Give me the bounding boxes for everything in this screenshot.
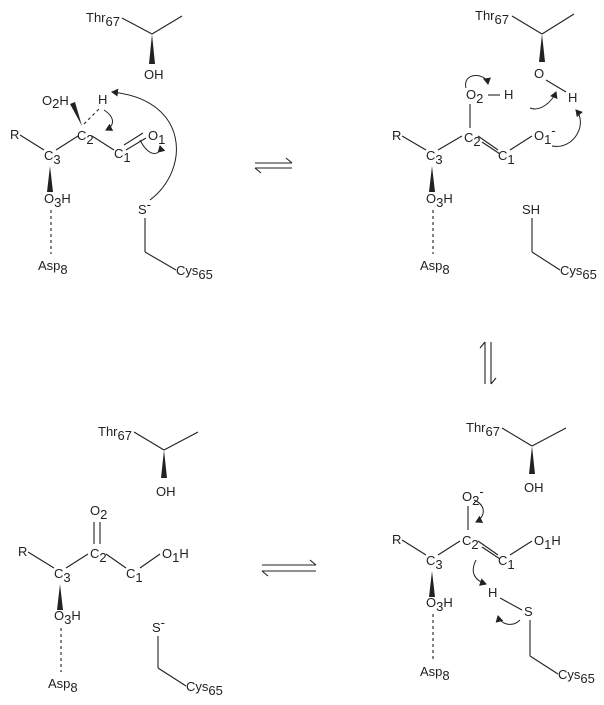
- svg-text:Thr67: Thr67: [475, 8, 509, 27]
- substrate-molecule: O2 C2 R C3 C1 O1H O3H Asp8: [18, 503, 189, 695]
- electron-push-arrows: [472, 499, 521, 625]
- svg-text:H: H: [488, 585, 497, 600]
- svg-text:R: R: [18, 544, 27, 559]
- svg-text:C2: C2: [77, 128, 94, 147]
- svg-text:O3H: O3H: [44, 191, 71, 210]
- svg-text:Thr67: Thr67: [466, 420, 500, 439]
- thr67-residue: Thr67 OH: [86, 10, 183, 82]
- equilibrium-arrow-top: [254, 157, 293, 174]
- cys65-thiol: H S Cys65: [488, 585, 595, 686]
- svg-text:Thr67: Thr67: [86, 10, 120, 29]
- svg-text:OH: OH: [144, 67, 164, 82]
- svg-text:R: R: [10, 127, 19, 142]
- substrate-molecule: O2H H R C2 C1 O1 C3 O3H Asp8: [10, 92, 165, 277]
- svg-text:O2H: O2H: [42, 93, 69, 111]
- svg-text:Cys65: Cys65: [560, 263, 597, 282]
- cys65-thiolate: S- Cys65: [152, 615, 223, 698]
- svg-text:C3: C3: [426, 148, 443, 167]
- svg-text:C2: C2: [464, 130, 481, 149]
- cys65-thiol: SH Cys65: [522, 202, 597, 282]
- svg-text:R: R: [392, 128, 401, 143]
- svg-text:C1: C1: [114, 146, 131, 165]
- svg-text:Thr67: Thr67: [98, 424, 132, 443]
- svg-text:Asp8: Asp8: [420, 664, 450, 683]
- svg-text:Asp8: Asp8: [48, 676, 78, 695]
- svg-text:S-: S-: [138, 197, 151, 217]
- svg-text:C3: C3: [44, 148, 61, 167]
- electron-push-arrows: [103, 88, 177, 201]
- svg-text:O1H: O1H: [534, 533, 561, 552]
- thr67-residue: Thr67 O H: [475, 8, 577, 105]
- svg-text:O1H: O1H: [162, 546, 189, 565]
- svg-text:O1-: O1-: [534, 123, 556, 147]
- svg-text:O3H: O3H: [54, 608, 81, 627]
- svg-text:C1: C1: [498, 553, 515, 572]
- svg-text:Asp8: Asp8: [38, 258, 68, 277]
- panel-1-substrate-thiolate: Thr67 OH O2H H R C2 C1 O1 C3 O3H Asp8: [10, 10, 213, 282]
- svg-text:O3H: O3H: [426, 595, 453, 614]
- svg-text:C3: C3: [426, 553, 443, 572]
- svg-text:H: H: [98, 92, 107, 107]
- svg-text:Asp8: Asp8: [420, 258, 450, 277]
- svg-text:C2: C2: [462, 533, 479, 552]
- svg-text:C1: C1: [126, 566, 143, 585]
- svg-text:R: R: [392, 532, 401, 547]
- svg-text:C1: C1: [498, 148, 515, 167]
- svg-text:O3H: O3H: [426, 191, 453, 210]
- svg-text:O2: O2: [466, 87, 483, 106]
- svg-text:O: O: [534, 66, 544, 81]
- electron-push-arrows: [465, 75, 583, 147]
- svg-text:Cys65: Cys65: [558, 667, 595, 686]
- svg-text:OH: OH: [524, 480, 544, 495]
- panel-3-enediolate-protonation: Thr67 OH O2- C2 R C3 C1 O1H O3H Asp8 H: [392, 420, 595, 686]
- svg-text:Cys65: Cys65: [176, 263, 213, 282]
- svg-text:C3: C3: [54, 566, 71, 585]
- svg-text:S-: S-: [152, 615, 165, 635]
- svg-text:C2: C2: [90, 546, 107, 565]
- thr67-residue: Thr67 OH: [466, 420, 567, 495]
- thr67-residue: Thr67 OH: [98, 424, 199, 499]
- equilibrium-arrow-bottom: [261, 559, 317, 577]
- svg-text:S: S: [524, 604, 533, 619]
- svg-text:OH: OH: [156, 484, 176, 499]
- substrate-molecule: O2 H C2 R C3 C1 O1- O3H Asp8: [392, 87, 556, 277]
- panel-4-ketose-product: Thr67 OH O2 C2 R C3 C1 O1H O3H Asp8 S-: [18, 424, 223, 698]
- substrate-molecule: O2- C2 R C3 C1 O1H O3H Asp8: [392, 484, 561, 683]
- svg-text:SH: SH: [522, 202, 540, 217]
- cys65-thiolate: S- Cys65: [138, 197, 213, 282]
- svg-text:O2: O2: [90, 503, 107, 522]
- svg-text:H: H: [568, 90, 577, 105]
- svg-text:O1: O1: [148, 128, 165, 147]
- svg-text:H: H: [504, 87, 513, 102]
- panel-2-enediolate: Thr67 O H O2 H C2 R C3 C1 O1- O3H: [392, 8, 597, 282]
- equilibrium-arrow-right: [479, 341, 497, 385]
- svg-text:Cys65: Cys65: [186, 679, 223, 698]
